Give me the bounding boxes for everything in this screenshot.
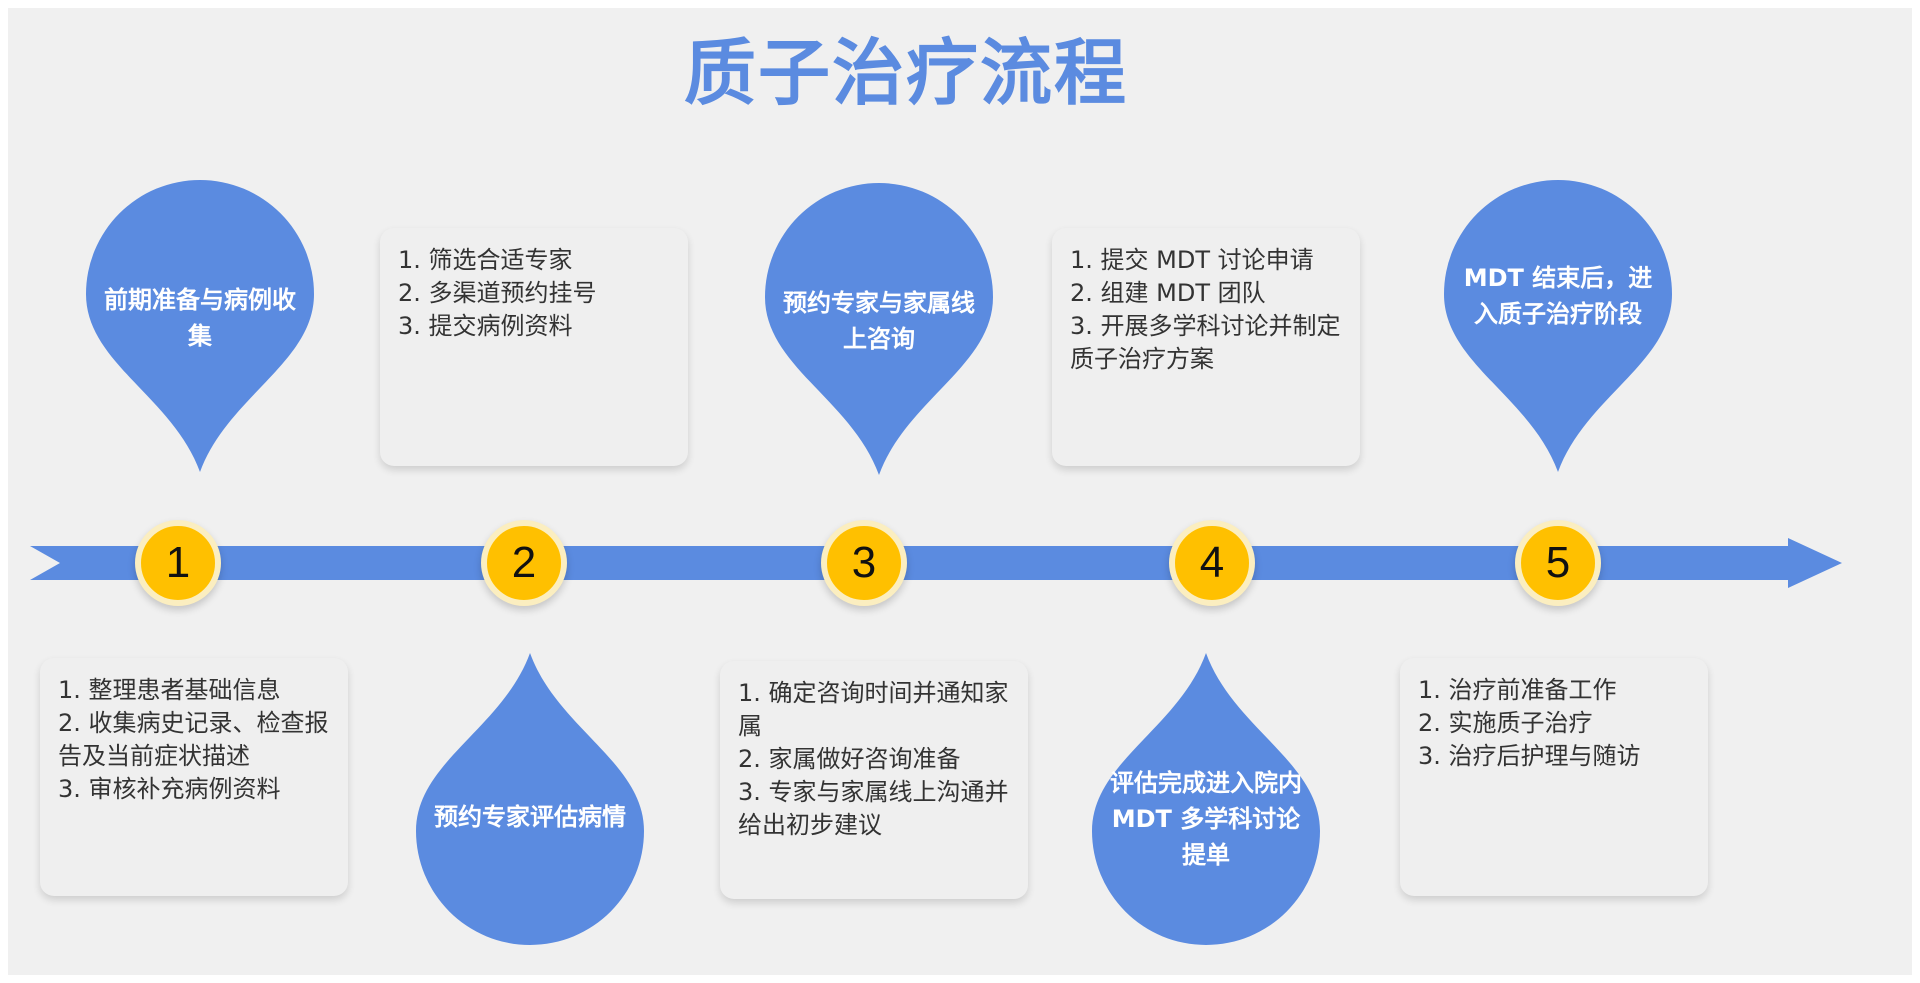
detail-item: 3. 专家与家属线上沟通并给出初步建议: [738, 778, 1009, 839]
page-title: 质子治疗流程: [683, 31, 1128, 115]
step-details-3: 1. 确定咨询时间并通知家属 2. 家属做好咨询准备 3. 专家与家属线上沟通并…: [720, 661, 1028, 899]
detail-item: 3. 开展多学科讨论并制定质子治疗方案: [1070, 312, 1341, 373]
stage-label: 前期准备与病例收集: [104, 286, 296, 350]
stage-drop-1: 前期准备与病例收集: [86, 180, 314, 472]
stage-label: 评估完成进入院内 MDT 多学科讨论提单: [1110, 769, 1302, 869]
detail-item: 2. 多渠道预约挂号: [398, 279, 597, 307]
drop-shape: [765, 183, 993, 475]
step-badge-1: 1: [135, 520, 221, 606]
detail-item: 3. 提交病例资料: [398, 312, 573, 340]
stage-drop-2: 预约专家评估病情: [416, 653, 644, 945]
detail-item: 2. 组建 MDT 团队: [1070, 279, 1266, 307]
drop-shape: [86, 180, 314, 472]
step-badge-2: 2: [481, 520, 567, 606]
drop-shape: [1444, 180, 1672, 472]
detail-item: 1. 筛选合适专家: [398, 246, 573, 274]
step-details-1: 1. 整理患者基础信息 2. 收集病史记录、检查报告及当前症状描述 3. 审核补…: [40, 658, 348, 896]
stage-drop-5: MDT 结束后，进入质子治疗阶段: [1444, 180, 1672, 472]
stage-label: 预约专家评估病情: [434, 803, 626, 831]
detail-item: 3. 审核补充病例资料: [58, 775, 281, 803]
detail-item: 3. 治疗后护理与随访: [1418, 742, 1641, 770]
step-details-5: 1. 治疗前准备工作 2. 实施质子治疗 3. 治疗后护理与随访: [1400, 658, 1708, 896]
step-details-2: 1. 筛选合适专家 2. 多渠道预约挂号 3. 提交病例资料: [380, 228, 688, 466]
step-badge-4: 4: [1169, 520, 1255, 606]
stage-drop-4: 评估完成进入院内 MDT 多学科讨论提单: [1092, 653, 1320, 945]
stage-drop-3: 预约专家与家属线上咨询: [765, 183, 993, 475]
step-details-4: 1. 提交 MDT 讨论申请 2. 组建 MDT 团队 3. 开展多学科讨论并制…: [1052, 228, 1360, 466]
stage-label: 预约专家与家属线上咨询: [783, 289, 975, 353]
drop-shape: [416, 653, 644, 945]
drop-shape: [1092, 653, 1320, 945]
detail-item: 2. 家属做好咨询准备: [738, 745, 961, 773]
detail-item: 1. 确定咨询时间并通知家属: [738, 679, 1009, 740]
detail-item: 1. 整理患者基础信息: [58, 676, 281, 704]
detail-item: 2. 实施质子治疗: [1418, 709, 1593, 737]
detail-item: 2. 收集病史记录、检查报告及当前症状描述: [58, 709, 329, 770]
step-badge-5: 5: [1515, 520, 1601, 606]
stage-label: MDT 结束后，进入质子治疗阶段: [1463, 264, 1653, 328]
detail-item: 1. 提交 MDT 讨论申请: [1070, 246, 1314, 274]
step-badge-3: 3: [821, 520, 907, 606]
detail-item: 1. 治疗前准备工作: [1418, 676, 1617, 704]
